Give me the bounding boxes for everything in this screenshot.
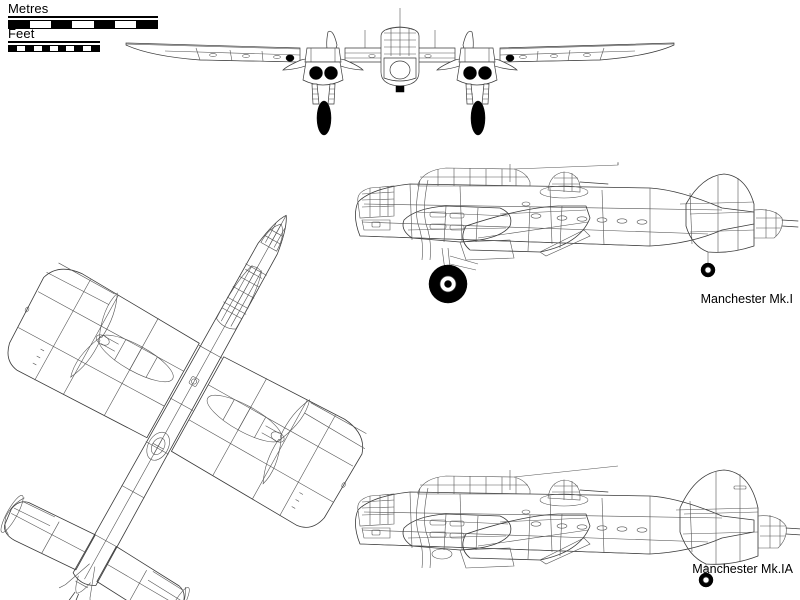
- scale-metres-segment: [30, 21, 52, 28]
- scale-label-feet: Feet: [8, 26, 35, 41]
- scale-feet-segment: [17, 46, 26, 51]
- scale-metres-segment: [93, 21, 115, 28]
- scale-feet-segment: [90, 46, 99, 51]
- front-elevation-group: [125, 8, 675, 136]
- scale-metres-segment: [72, 21, 94, 28]
- scale-underline-metres: [8, 16, 158, 18]
- scale-metres-segment: [51, 21, 73, 28]
- scale-feet-segment: [33, 46, 42, 51]
- scale-ticks-metres: [8, 20, 158, 29]
- side-elevation-mk1a-group: [355, 465, 800, 588]
- plan-view-group: [0, 214, 367, 600]
- caption-manchester-mk1a: Manchester Mk.IA: [692, 562, 793, 576]
- scale-feet-segment: [58, 46, 67, 51]
- scale-metres-segment: [114, 21, 136, 28]
- scale-feet-segment: [41, 46, 50, 51]
- caption-manchester-mk1: Manchester Mk.I: [700, 292, 793, 306]
- scale-metres-segment: [135, 21, 157, 28]
- scale-label-metres: Metres: [8, 1, 49, 16]
- scale-underline-feet: [8, 41, 100, 43]
- scale-bar-feet: Feet: [8, 27, 100, 52]
- scale-feet-segment: [9, 46, 18, 51]
- scale-feet-segment: [74, 46, 83, 51]
- scale-feet-segment: [25, 46, 34, 51]
- scale-feet-segment: [49, 46, 59, 51]
- scale-metres-segment: [9, 21, 31, 28]
- scale-ticks-feet: [8, 45, 100, 52]
- nacelle-starboard: [436, 30, 518, 136]
- scale-bar-metres: Metres: [8, 2, 158, 29]
- scale-feet-segment: [66, 46, 75, 51]
- side-elevation-mk1-group: [355, 162, 799, 304]
- nacelle-port: [282, 30, 364, 136]
- scale-feet-segment: [82, 46, 91, 51]
